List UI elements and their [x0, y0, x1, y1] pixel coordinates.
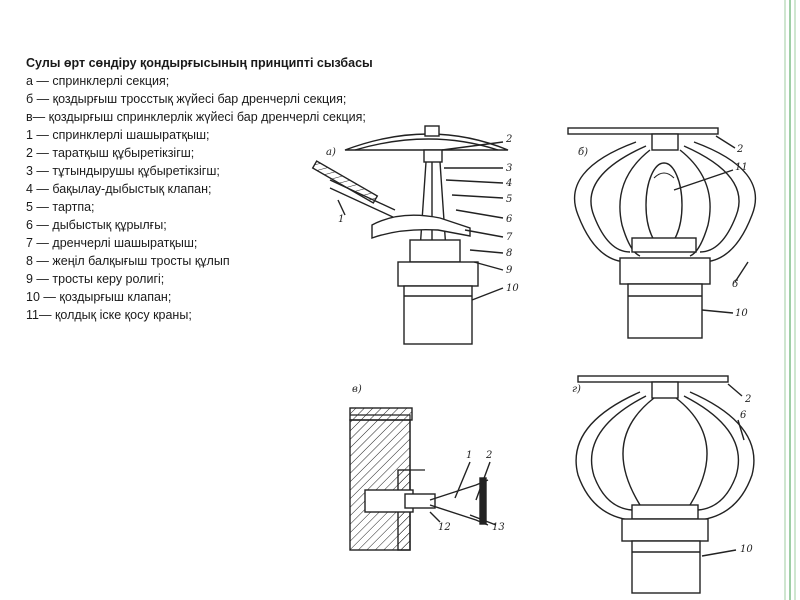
legend-item: в— қоздырғыш спринклерлік жүйесі бар дре…: [26, 110, 366, 124]
panel-v-label-12: 12: [438, 522, 451, 533]
panel-g-letter: г): [572, 384, 581, 395]
stripe-2: [789, 0, 791, 600]
panel-b-label-2: 2: [736, 144, 743, 155]
panel-b-labels: б) 2 11 6 10: [578, 144, 748, 319]
panel-a-label-4: 4: [505, 178, 512, 189]
panel-g-label-6: 6: [740, 410, 747, 421]
legend-item: 2 — таратқыш құбыретікзігш;: [26, 146, 195, 160]
panel-a-label-3: 3: [506, 163, 512, 174]
panel-v-label-13: 13: [492, 522, 505, 533]
panel-b-label-10: 10: [735, 308, 748, 319]
panel-a-label-5: 5: [506, 194, 512, 205]
legend-item: 9 — тросты керу ролигі;: [26, 272, 165, 286]
panel-a-letter: а): [326, 147, 336, 158]
panel-v-labels: в) 1 2 12 13: [352, 384, 505, 533]
legend-item: 4 — бақылау-дыбыстық клапан;: [26, 182, 212, 196]
stripe-3: [794, 0, 796, 600]
legend-item: 8 — жеңіл балқығыш тросты құлып: [26, 254, 230, 268]
legend-item: 5 — тартпа;: [26, 200, 95, 214]
legend-title: Сулы өрт сөндіру қондырғысының принципті…: [26, 56, 373, 70]
legend-item: 10 — қоздырғыш клапан;: [26, 290, 172, 304]
legend-item: 1 — спринклерлі шашыратқыш;: [26, 128, 210, 142]
legend-item: 11— қолдық іске қосу краны;: [26, 308, 192, 322]
panel-a-label-7: 7: [506, 232, 513, 243]
panel-v-label-2: 2: [485, 450, 492, 461]
legend-item: 3 — тұтындырушы құбыретікзігш;: [26, 164, 220, 178]
legend-item: 6 — дыбыстық құрылғы;: [26, 218, 167, 232]
panel-b-label-6: 6: [732, 279, 739, 290]
panel-a-label-8: 8: [506, 248, 512, 259]
decorative-stripes: [782, 0, 800, 600]
panel-b-drawing: [567, 127, 757, 339]
stripe-1: [784, 0, 786, 600]
panel-a-label-2: 2: [505, 134, 512, 145]
panel-a-label-6: 6: [506, 214, 513, 225]
legend-item: б — қоздырғыш тросстық жүйесі бар дренче…: [26, 92, 347, 106]
panel-a-labels: а) 1 2 3 4 5 6 7 8 9 10: [326, 134, 519, 294]
panel-b-letter: б): [578, 147, 588, 158]
panel-g-drawing: [575, 375, 755, 594]
panel-g-labels: г) 2 6 10: [572, 384, 753, 555]
legend-item: а — спринклерлі секция;: [26, 74, 170, 88]
legend-item: 7 — дренчерлі шашыратқыш;: [26, 236, 198, 250]
panel-a-label-10: 10: [506, 283, 519, 294]
panel-v-letter: в): [352, 384, 362, 395]
panel-a-label-1: 1: [338, 214, 344, 225]
panel-g-label-10: 10: [740, 544, 753, 555]
panel-v-label-1: 1: [466, 450, 472, 461]
panel-a-drawing: [311, 125, 509, 345]
technical-drawing: а) 1 2 3 4 5 6 7 8 9 10: [311, 125, 757, 594]
legend: Сулы өрт сөндіру қондырғысының принципті…: [26, 54, 506, 324]
panel-v-drawing: [349, 407, 497, 551]
panel-b-label-11: 11: [735, 162, 748, 173]
panel-g-label-2: 2: [744, 394, 751, 405]
panel-a-label-9: 9: [506, 265, 513, 276]
